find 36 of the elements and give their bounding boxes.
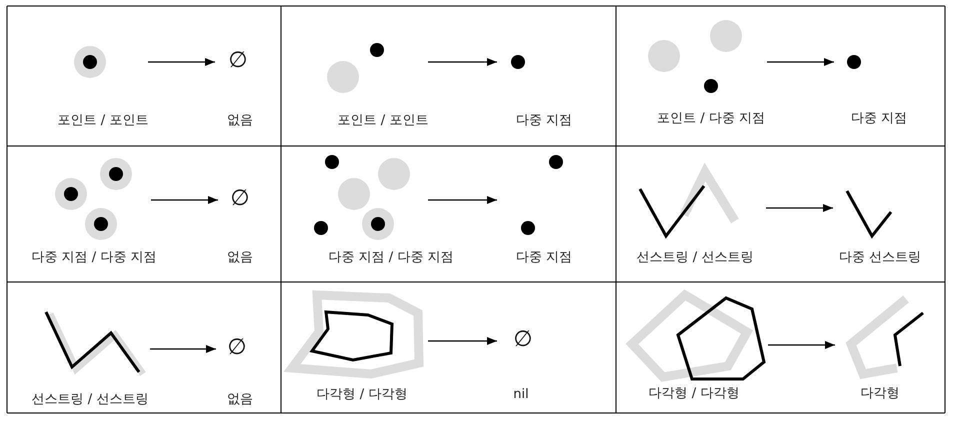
arrow [767,58,834,66]
arrow [148,58,215,66]
circles-drawing [53,156,135,242]
circles-drawing [312,152,412,242]
node-label: 없음 [227,392,253,408]
node-label: nil [513,387,529,403]
arrow [151,196,218,204]
node-label: 다각형 / 다각형 [316,387,408,403]
arrow [428,58,497,66]
node-label: 다중 지점 [516,250,572,266]
node-label: 다중 지점 [850,111,908,127]
node-label: 포인트 / 다중 지점 [657,111,765,127]
dots-drawing [519,153,565,237]
node-label: 없음 [227,113,253,129]
node-label: 선스트링 / 선스트링 [636,250,754,266]
arrow [766,204,833,212]
node-label: 없음 [227,250,253,266]
node-label: 다중 지점 [516,113,572,129]
arrow [768,341,835,349]
node-label: 포인트 / 포인트 [338,113,428,129]
node-label: 다각형 [860,386,900,402]
node-label: 선스트링 / 선스트링 [32,392,148,408]
arrow [428,337,497,345]
node-label: 다각형 / 다각형 [648,386,740,402]
arrow [428,196,497,204]
arrow [150,345,216,353]
empty-set-symbol: ∅ [228,49,248,73]
node-label: 다중 지점 / 다중 지점 [328,250,454,266]
empty-set-symbol: ∅ [230,187,250,211]
node-label: 다중 지점 / 다중 지점 [32,250,156,266]
empty-set-symbol: ∅ [513,328,533,352]
dot [845,53,863,71]
node-label: 다중 선스트링 [838,250,922,266]
empty-set-symbol: ∅ [227,336,247,360]
dot [509,53,527,71]
node-label: 포인트 / 포인트 [58,113,148,129]
